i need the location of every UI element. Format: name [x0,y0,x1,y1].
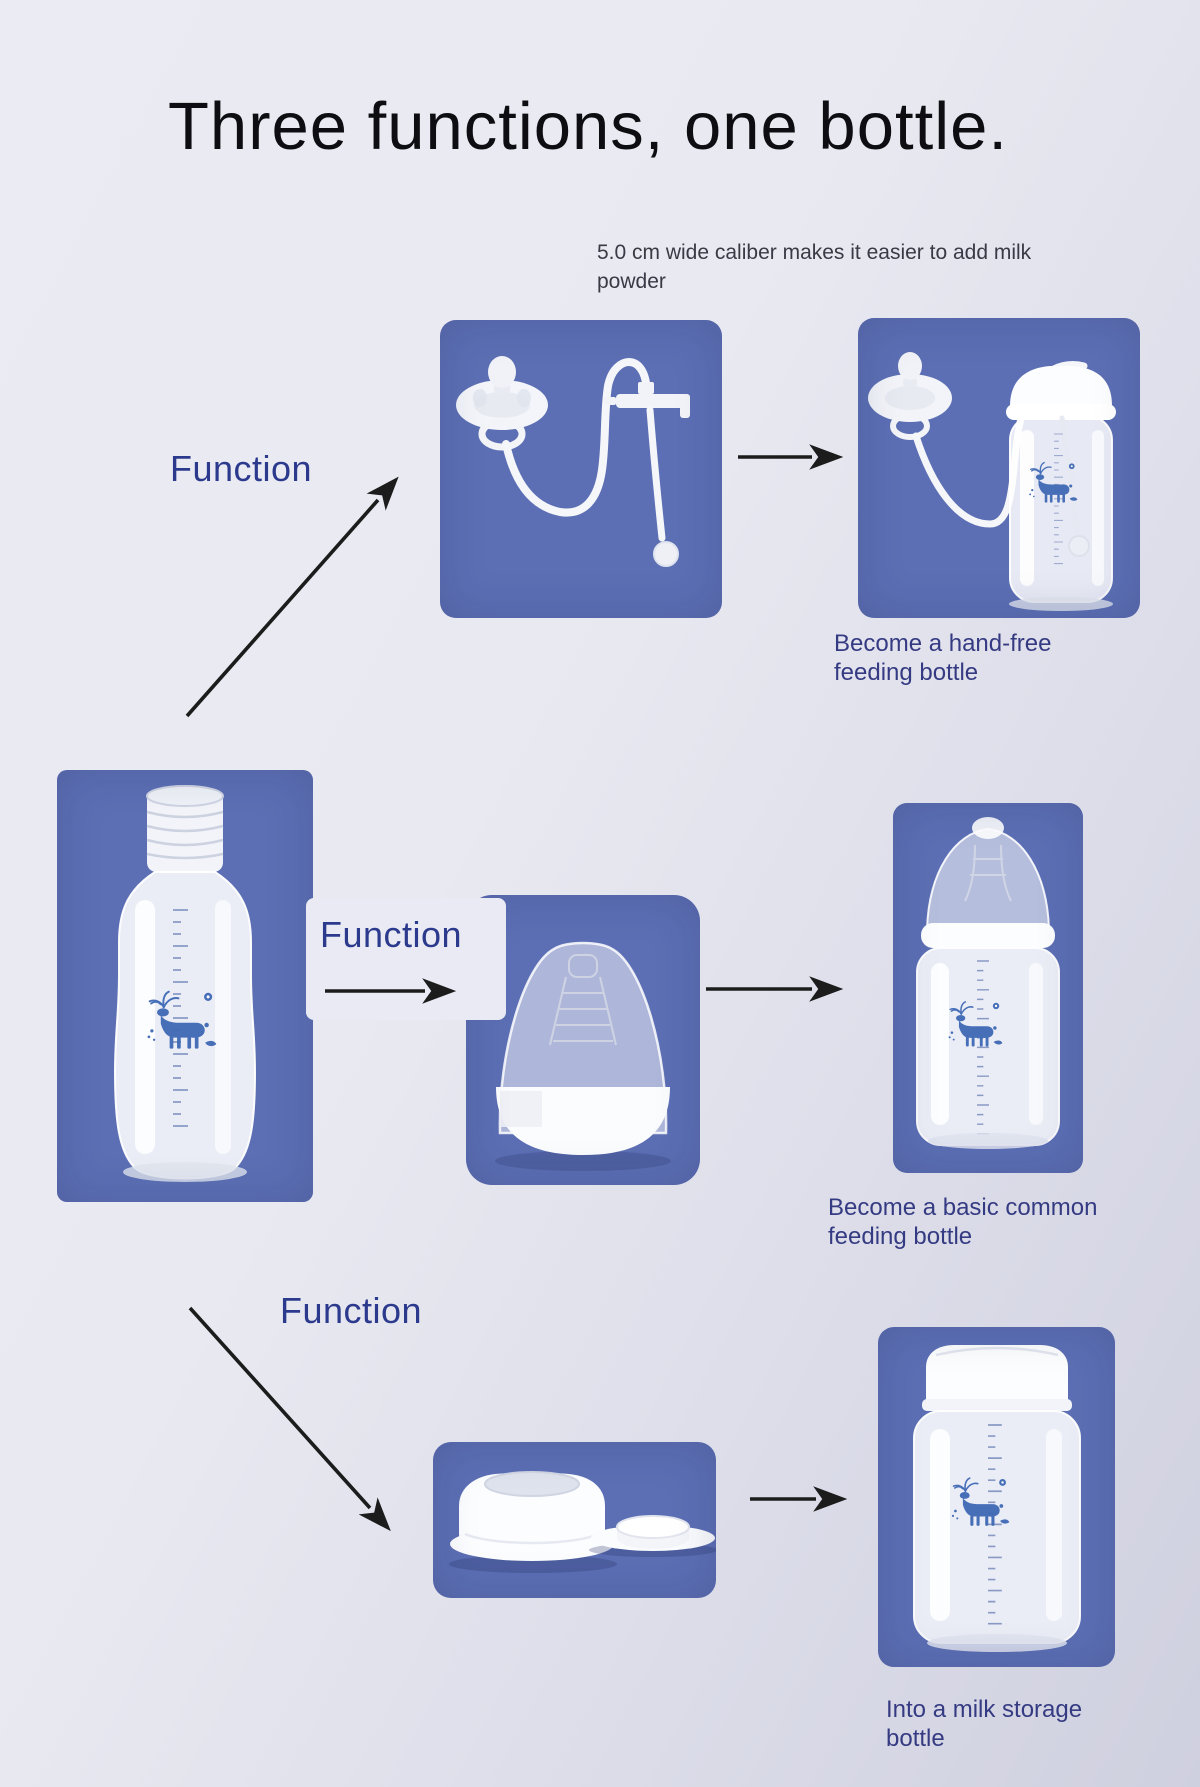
arrow-function3-diagonal [188,1306,391,1532]
page-subtitle: 5.0 cm wide caliber makes it easier to a… [597,241,1032,294]
page-title: Three functions, one bottle. [168,89,1008,164]
caption-basic: Become a basic common feeding bottle [828,1194,1098,1250]
function-label-3: Function [280,1290,423,1331]
ring-disc-illustration [449,1471,716,1573]
storage-bottle-illustration [913,1345,1081,1652]
panel-nipple-dome [466,895,700,1185]
caption-hand-free: Become a hand-free feeding bottle [834,630,1052,686]
hand-free-bottle-illustration [868,352,1116,611]
pacifier-tube-illustration [456,356,690,567]
function-label-1: Function [170,448,313,489]
main-bottle-illustration [113,785,257,1182]
panel-basic-bottle [893,803,1083,1173]
caption-storage: Into a milk storage bottle [886,1696,1083,1752]
panel-storage-bottle [878,1327,1115,1667]
panel-hand-free-bottle [858,318,1140,618]
panel-ring-and-disc [433,1442,716,1598]
panel-main-bottle [57,770,313,1202]
nipple-dome-illustration [495,941,671,1171]
basic-bottle-illustration [916,817,1060,1149]
arrow-function1-diagonal [185,476,399,718]
function-label-2: Function [320,914,463,955]
function-label-2-box: Function [306,898,506,1020]
panel-pacifier-tube-set [440,320,722,618]
